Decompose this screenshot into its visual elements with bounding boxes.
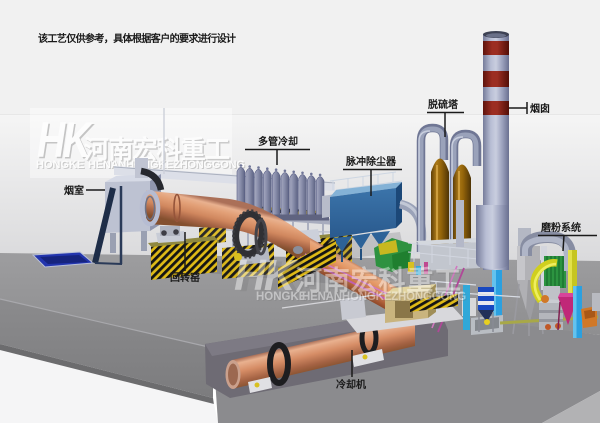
svg-text:回转窑: 回转窑 xyxy=(170,271,200,284)
svg-text:多管冷却: 多管冷却 xyxy=(258,135,298,148)
svg-text:HONGKE: HONGKE xyxy=(36,159,84,171)
svg-text:烟囱: 烟囱 xyxy=(530,102,550,115)
svg-text:HONGKE: HONGKE xyxy=(256,291,307,303)
svg-text:HONGKE: HONGKE xyxy=(37,160,85,172)
svg-text:烟室: 烟室 xyxy=(64,184,84,197)
svg-text:该工艺仅供参考，具体根据客户的要求进行设计: 该工艺仅供参考，具体根据客户的要求进行设计 xyxy=(38,32,236,45)
svg-text:HENANHONGKEZHONGGONG: HENANHONGKEZHONGGONG xyxy=(302,291,466,303)
svg-text:冷却机: 冷却机 xyxy=(336,378,366,391)
svg-text:磨粉系统: 磨粉系统 xyxy=(540,221,581,234)
svg-text:HK: HK xyxy=(240,253,305,302)
svg-text:HONGKE: HONGKE xyxy=(257,292,308,304)
svg-text:河南宏科重工: 河南宏科重工 xyxy=(84,135,230,164)
svg-text:河南宏科重工: 河南宏科重工 xyxy=(86,137,232,166)
svg-text:河南宏科重工: 河南宏科重工 xyxy=(297,267,464,298)
svg-text:HK: HK xyxy=(37,111,94,168)
svg-text:脱硫塔: 脱硫塔 xyxy=(428,98,459,111)
svg-text:HK: HK xyxy=(234,251,299,300)
svg-text:河南宏科重工: 河南宏科重工 xyxy=(295,265,462,296)
svg-text:脉冲除尘器: 脉冲除尘器 xyxy=(345,155,397,168)
svg-text:HK: HK xyxy=(38,113,95,170)
svg-text:HENANHONGKEZHONGGONG: HENANHONGKEZHONGGONG xyxy=(88,159,245,171)
svg-text:HENANHONGKEZHONGGONG: HENANHONGKEZHONGGONG xyxy=(303,292,467,304)
